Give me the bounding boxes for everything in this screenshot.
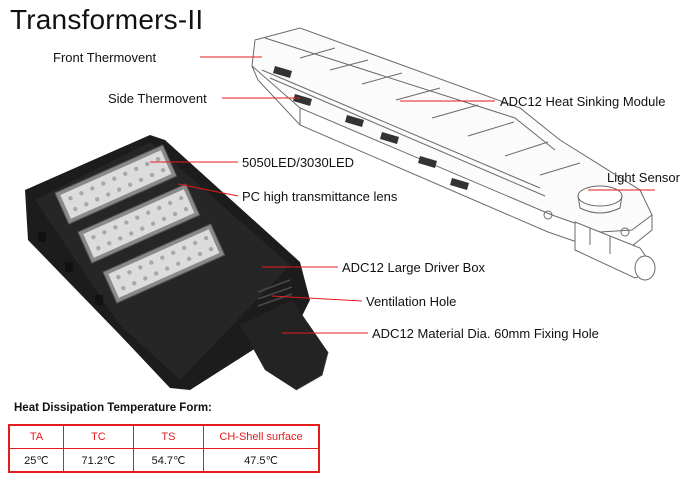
heat-dissipation-table: TA TC TS CH-Shell surface 25℃ 71.2℃ 54.7…	[8, 424, 320, 473]
table-caption: Heat Dissipation Temperature Form:	[14, 402, 212, 414]
label-driver-box: ADC12 Large Driver Box	[342, 260, 486, 275]
label-led-type: 5050LED/3030LED	[242, 155, 355, 170]
table-cell: 54.7℃	[132, 448, 205, 473]
street-light-fixture	[25, 135, 329, 391]
leader-lines	[150, 56, 655, 334]
label-ventilation-hole: Ventilation Hole	[366, 294, 457, 309]
table-header-cell: CH-Shell surface	[203, 424, 320, 449]
label-fixing-hole: ADC12 Material Dia. 60mm Fixing Hole	[372, 326, 599, 341]
table-row: 25℃ 71.2℃ 54.7℃ 47.5℃	[8, 448, 320, 473]
table-cell: 47.5℃	[203, 448, 320, 473]
label-lens: PC high transmittance lens	[242, 189, 398, 204]
table-header-cell: TC	[62, 424, 134, 449]
table-header-cell: TA	[8, 424, 64, 449]
table-cell: 71.2℃	[62, 448, 134, 473]
table-header-row: TA TC TS CH-Shell surface	[8, 424, 320, 449]
label-side-thermovent: Side Thermovent	[108, 91, 207, 106]
page-title: Transformers-II	[10, 4, 204, 35]
label-heat-sinking-module: ADC12 Heat Sinking Module	[500, 94, 666, 109]
led-modules	[54, 144, 226, 304]
exploded-view-drawing	[251, 27, 656, 281]
table-header-cell: TS	[132, 424, 205, 449]
label-light-sensor: Light Sensor	[607, 170, 680, 185]
table-cell: 25℃	[8, 448, 64, 473]
label-front-thermovent: Front Thermovent	[53, 50, 157, 65]
vent-slots	[273, 66, 469, 190]
